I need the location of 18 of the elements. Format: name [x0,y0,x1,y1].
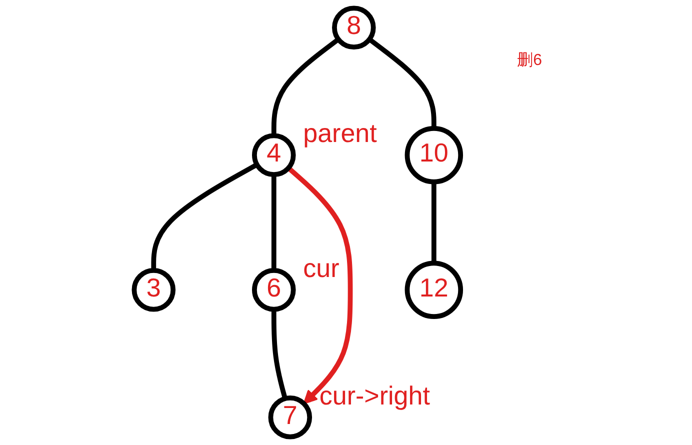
tree-node-circle: 10 [404,126,464,184]
tree-node-circle: 8 [332,6,376,50]
pointer-label: parent [303,118,377,148]
tree-node-circle: 6 [252,268,296,312]
pointer-label: cur->right [319,380,430,410]
tree-edge [271,174,276,270]
arrow [286,166,353,404]
tree-node-circle: 3 [132,268,176,312]
pointer-label: cur [303,252,340,283]
tree-edge [151,162,258,270]
note-text: 删6 [517,51,542,71]
tree-node-circle: 12 [404,260,464,319]
tree-edge [368,37,436,128]
tree-edge [431,182,436,264]
tree-node-circle: 4 [252,133,296,178]
tree-edge [271,309,288,400]
tree-edge [271,37,340,136]
tree-node-circle: 7 [268,395,312,440]
